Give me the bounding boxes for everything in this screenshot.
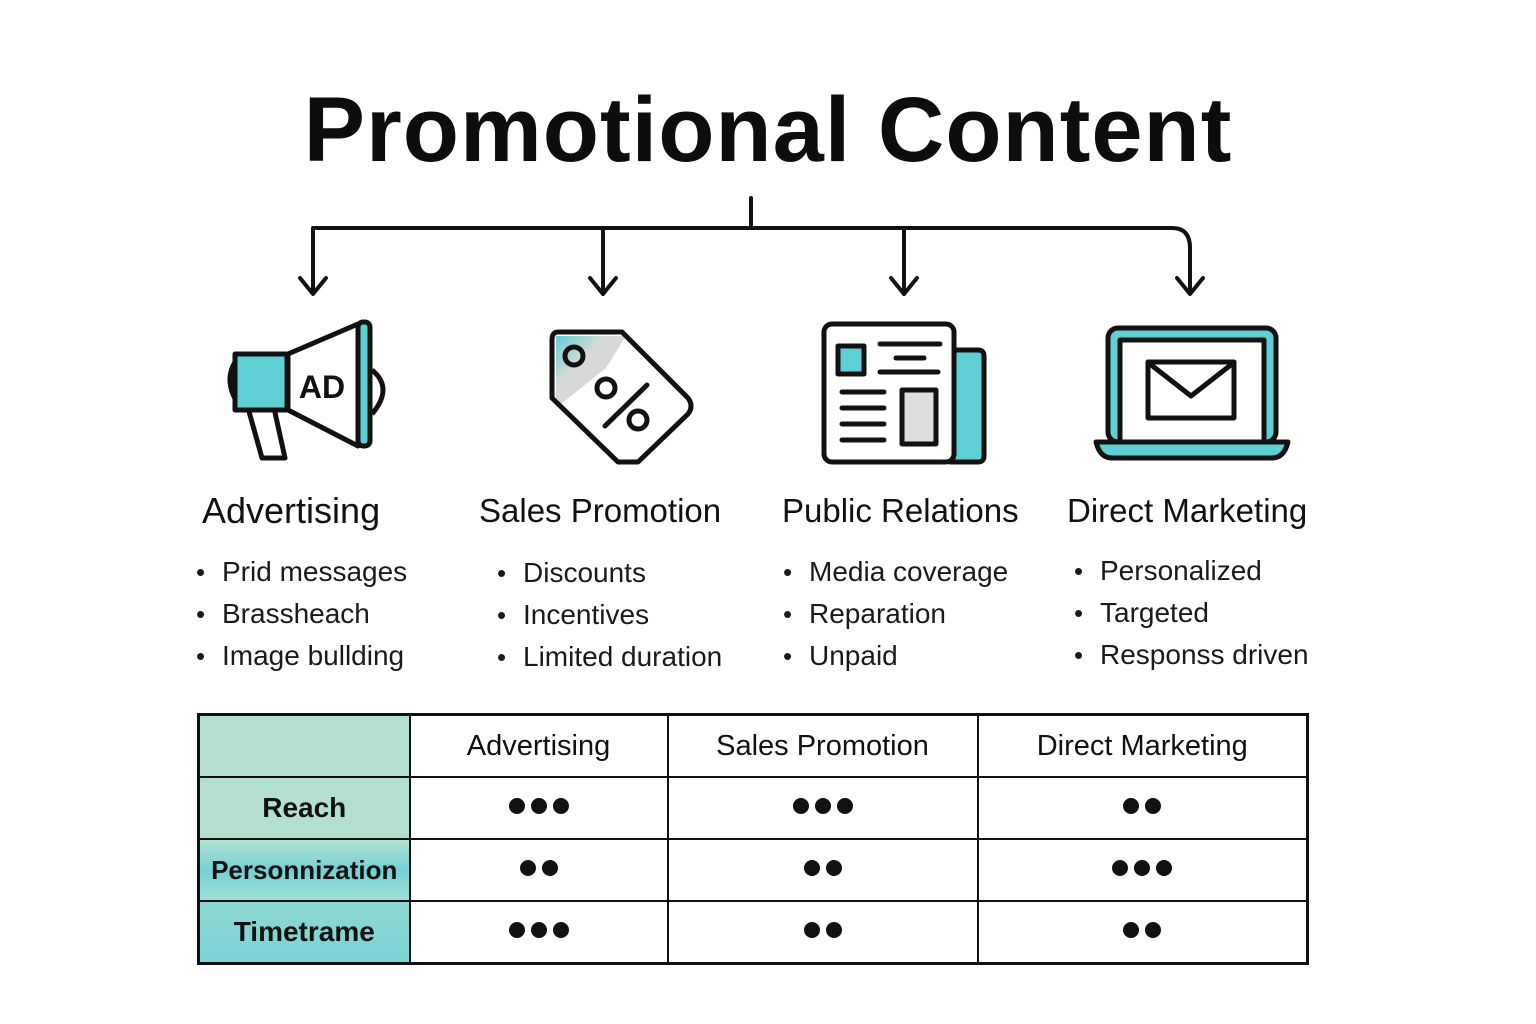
rating-dots bbox=[803, 921, 842, 938]
laptop-email-icon bbox=[1093, 325, 1291, 461]
rating-dot-icon bbox=[530, 921, 547, 938]
bullet-item: Discounts bbox=[497, 552, 722, 594]
rating-dot-icon bbox=[1156, 859, 1173, 876]
svg-text:AD: AD bbox=[299, 369, 345, 405]
bullet-item: Personalized bbox=[1074, 550, 1309, 592]
table-row: Timetrame bbox=[197, 900, 1309, 965]
table-row: Personnization bbox=[197, 838, 1309, 902]
table-row: Reach bbox=[197, 776, 1309, 840]
rating-dots bbox=[1112, 859, 1173, 876]
category-title-public-relations: Public Relations bbox=[782, 492, 1019, 529]
rating-dot-icon bbox=[814, 797, 831, 814]
rating-dots bbox=[519, 859, 558, 876]
bullet-item: Media coverage bbox=[783, 551, 1008, 593]
bullet-item: Image bullding bbox=[196, 635, 407, 677]
rating-dots bbox=[508, 797, 569, 814]
sales-promotion-bullet-list: Discounts Incentives Limited duration bbox=[497, 552, 722, 678]
tree-connector-arrows bbox=[298, 196, 1205, 296]
bullet-item: Incentives bbox=[497, 594, 722, 636]
diagram-title: Promotional Content bbox=[303, 79, 1233, 181]
rating-dot-icon bbox=[1145, 921, 1162, 938]
rating-cell bbox=[666, 776, 979, 840]
rating-dot-icon bbox=[552, 921, 569, 938]
rating-cell bbox=[976, 776, 1309, 840]
advertising-bullet-list: Prid messages Brassheach Image bullding bbox=[196, 551, 407, 677]
category-title-sales-promotion: Sales Promotion bbox=[479, 492, 722, 529]
newspaper-icon bbox=[821, 321, 987, 465]
rating-cell bbox=[666, 900, 979, 965]
table-header-row: Advertising Sales Promotion Direct Marke… bbox=[197, 713, 1309, 778]
rating-dot-icon bbox=[792, 797, 809, 814]
rating-dots bbox=[508, 921, 569, 938]
public-relations-bullet-list: Media coverage Reparation Unpaid bbox=[783, 551, 1008, 677]
row-header-timeframe: Timetrame bbox=[197, 900, 411, 965]
rating-dots bbox=[803, 859, 842, 876]
bullet-item: Targeted bbox=[1074, 592, 1309, 634]
rating-dot-icon bbox=[1145, 797, 1162, 814]
rating-cell bbox=[408, 838, 669, 902]
row-header-personalization: Personnization bbox=[197, 838, 411, 902]
rating-dot-icon bbox=[803, 921, 820, 938]
bullet-item: Prid messages bbox=[196, 551, 407, 593]
rating-dot-icon bbox=[1134, 859, 1151, 876]
rating-dot-icon bbox=[1123, 797, 1140, 814]
rating-dot-icon bbox=[1112, 859, 1129, 876]
rating-dot-icon bbox=[508, 921, 525, 938]
bullet-item: Unpaid bbox=[783, 635, 1008, 677]
rating-dot-icon bbox=[825, 859, 842, 876]
column-header-sales-promotion: Sales Promotion bbox=[666, 713, 979, 778]
column-header-direct-marketing: Direct Marketing bbox=[976, 713, 1309, 778]
rating-cell bbox=[976, 838, 1309, 902]
direct-marketing-bullet-list: Personalized Targeted Responss driven bbox=[1074, 550, 1309, 676]
megaphone-icon: AD bbox=[227, 319, 386, 461]
rating-dot-icon bbox=[836, 797, 853, 814]
rating-dot-icon bbox=[508, 797, 525, 814]
rating-cell bbox=[408, 776, 669, 840]
comparison-table: Advertising Sales Promotion Direct Marke… bbox=[197, 713, 1309, 965]
rating-dot-icon bbox=[530, 797, 547, 814]
rating-dot-icon bbox=[803, 859, 820, 876]
rating-dot-icon bbox=[541, 859, 558, 876]
bullet-item: Reparation bbox=[783, 593, 1008, 635]
rating-cell bbox=[976, 900, 1309, 965]
rating-dots bbox=[792, 797, 853, 814]
column-header-advertising: Advertising bbox=[408, 713, 669, 778]
row-header-reach: Reach bbox=[197, 776, 411, 840]
price-tag-percent-icon bbox=[549, 329, 694, 465]
rating-dot-icon bbox=[519, 859, 536, 876]
rating-dots bbox=[1123, 921, 1162, 938]
bullet-item: Brassheach bbox=[196, 593, 407, 635]
rating-cell bbox=[408, 900, 669, 965]
table-corner-cell bbox=[197, 713, 411, 778]
category-title-advertising: Advertising bbox=[202, 490, 381, 531]
rating-dot-icon bbox=[552, 797, 569, 814]
rating-dot-icon bbox=[1123, 921, 1140, 938]
category-title-direct-marketing: Direct Marketing bbox=[1067, 492, 1308, 529]
rating-dots bbox=[1123, 797, 1162, 814]
rating-dot-icon bbox=[825, 921, 842, 938]
rating-cell bbox=[666, 838, 979, 902]
bullet-item: Responss driven bbox=[1074, 634, 1309, 676]
bullet-item: Limited duration bbox=[497, 636, 722, 678]
